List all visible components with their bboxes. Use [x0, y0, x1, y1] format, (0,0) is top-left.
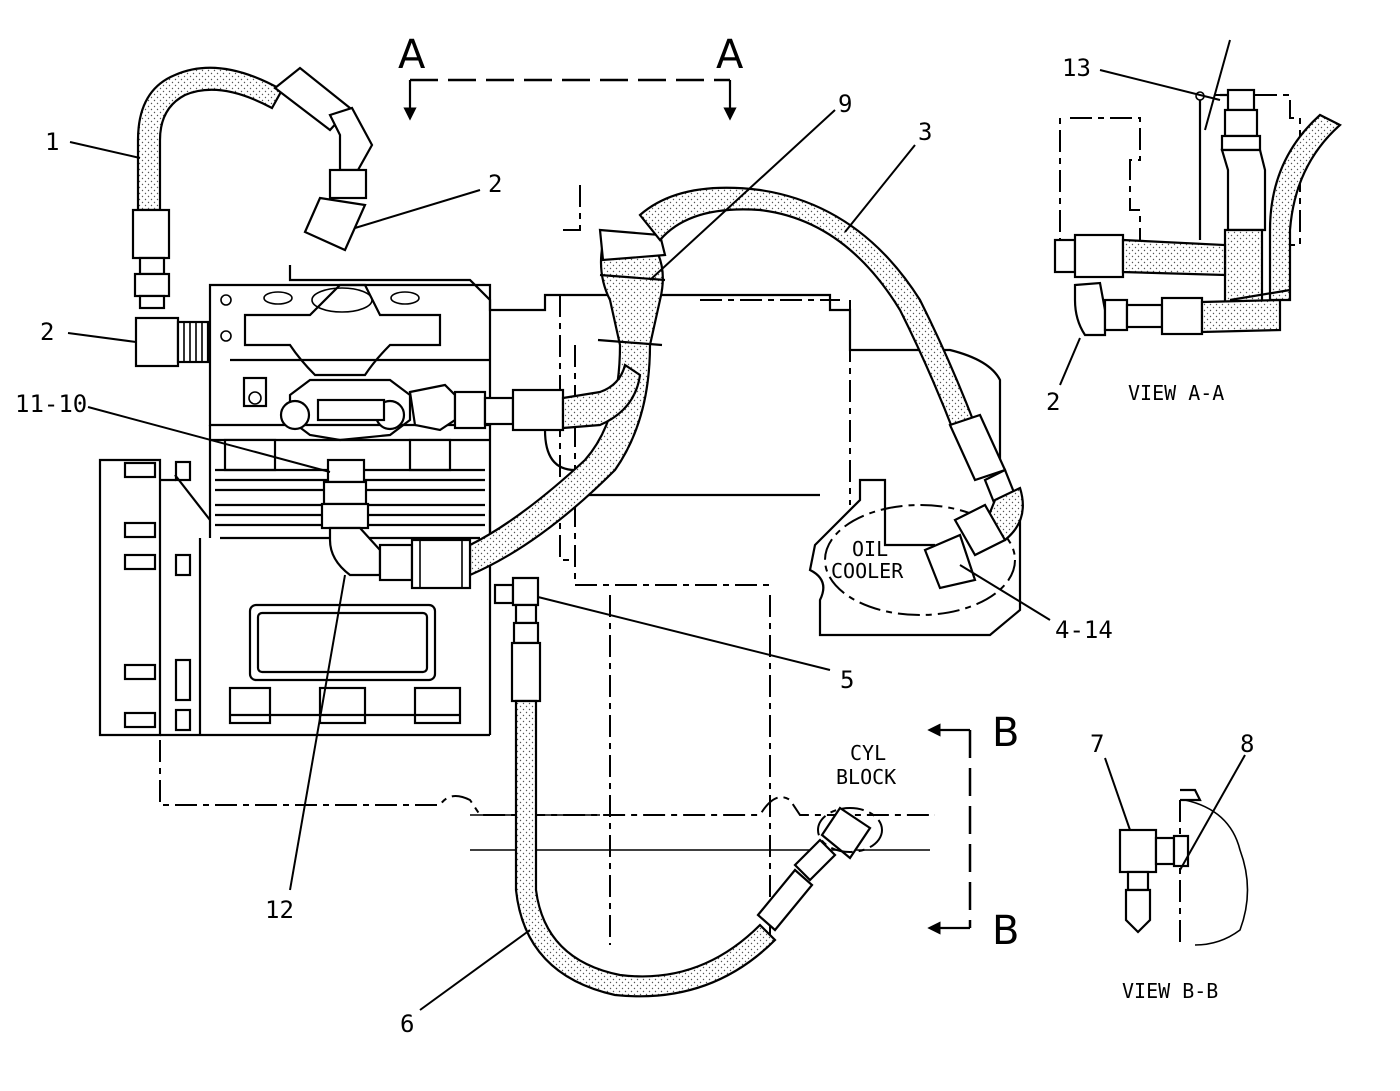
section-a-left-letter: A	[398, 32, 426, 78]
callout-11-10: 11-10	[15, 390, 87, 418]
hose-1	[131, 66, 374, 310]
oil-cooler-outline	[824, 504, 1016, 616]
callout-9: 9	[838, 90, 852, 118]
section-a-right-letter: A	[716, 32, 744, 78]
callout-1: 1	[45, 128, 59, 156]
callout-6: 6	[400, 1010, 414, 1038]
elbow-2-left	[134, 316, 210, 368]
air-compressor	[174, 283, 492, 735]
mounting-bracket	[98, 458, 490, 737]
callout-leaders	[67, 39, 1246, 1011]
oil-cooler-label-1: OIL	[852, 537, 888, 561]
hose-3	[638, 186, 1024, 590]
oil-cooler-label-2: COOLER	[831, 559, 904, 583]
callout-12: 12	[265, 896, 294, 924]
view-b-b-drawing	[1118, 788, 1249, 946]
section-b-bottom-letter: B	[992, 908, 1019, 954]
section-a-line	[403, 78, 737, 121]
callout-2-top: 2	[488, 170, 502, 198]
view-a-a-label: VIEW A-A	[1128, 381, 1224, 405]
callout-3: 3	[918, 118, 932, 146]
callout-8: 8	[1240, 730, 1254, 758]
cyl-block-label-2: BLOCK	[836, 765, 896, 789]
section-b-line	[927, 723, 972, 935]
callout-2-left: 2	[40, 318, 54, 346]
compressor-outlet-hose	[453, 363, 642, 432]
callout-2-view-a: 2	[1046, 388, 1060, 416]
callout-4-14: 4-14	[1055, 616, 1113, 644]
view-a-a-drawing	[1053, 88, 1342, 337]
section-b-top-letter: B	[992, 710, 1019, 756]
callout-5: 5	[840, 666, 854, 694]
view-b-b-label: VIEW B-B	[1122, 979, 1218, 1003]
callout-7: 7	[1090, 730, 1104, 758]
cyl-block-label-1: CYL	[850, 741, 886, 765]
hose-6	[493, 576, 883, 998]
callout-13: 13	[1062, 54, 1091, 82]
hose-9	[468, 228, 667, 577]
